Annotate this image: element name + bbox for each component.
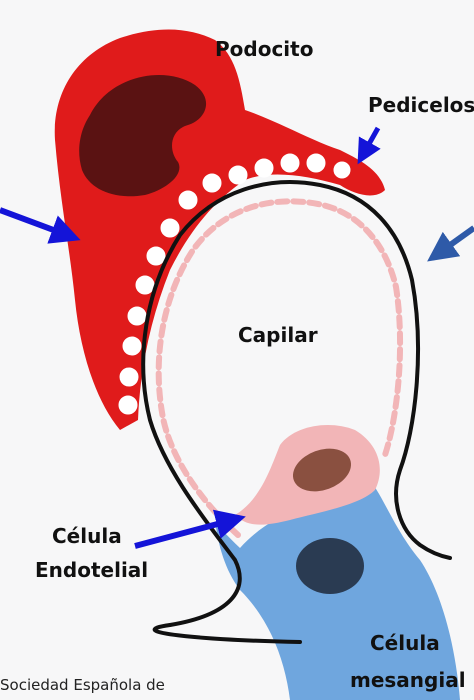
source-caption: Sociedad Española de	[0, 676, 165, 694]
foot-process	[307, 154, 325, 172]
foot-process	[334, 162, 350, 178]
foot-process	[179, 191, 197, 209]
foot-process	[120, 368, 138, 386]
arrow-pedicelos	[360, 128, 378, 160]
foot-process	[255, 159, 273, 177]
label-celula-mesangial-line1: Célula	[370, 630, 440, 656]
label-podocito: Podocito	[215, 36, 313, 62]
label-celula-endotelial-line2: Endotelial	[35, 557, 148, 583]
foot-process	[128, 307, 146, 325]
mesangial-nucleus	[296, 538, 364, 594]
foot-process	[136, 276, 154, 294]
foot-process	[147, 247, 165, 265]
label-celula-endotelial-line1: Célula	[52, 523, 122, 549]
arrow-membrane-right	[432, 228, 474, 258]
foot-process	[123, 337, 141, 355]
foot-process	[281, 154, 299, 172]
foot-process	[161, 219, 179, 237]
label-celula-mesangial-line2: mesangial	[350, 667, 466, 693]
foot-process	[119, 396, 137, 414]
label-capilar: Capilar	[238, 322, 318, 348]
label-pedicelos: Pedicelos	[368, 92, 474, 118]
foot-process	[203, 174, 221, 192]
foot-process	[229, 166, 247, 184]
